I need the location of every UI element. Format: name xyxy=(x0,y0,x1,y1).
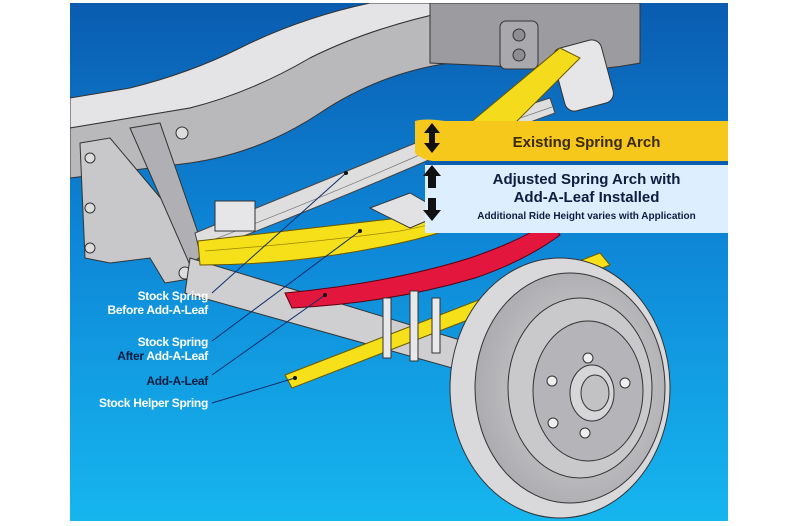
ride-height-note: Additional Ride Height varies with Appli… xyxy=(477,211,696,222)
adjusted-arch-line1: Adjusted Spring Arch with xyxy=(492,171,681,188)
existing-spring-arch-label: Existing Spring Arch xyxy=(512,134,661,151)
label-line: Before Add-A-Leaf xyxy=(107,302,209,317)
add-a-leaf xyxy=(284,220,561,309)
label-line: Stock Spring xyxy=(137,289,209,303)
up-down-arrow-icon xyxy=(424,123,440,153)
label-line: After Add-A-Leaf xyxy=(70,348,208,364)
adjusted-spring-arch-label: Adjusted Spring Arch with Add-A-Leaf Ins… xyxy=(445,171,728,207)
up-arrow-icon xyxy=(423,165,441,188)
leader-lines xyxy=(211,172,361,404)
label-after-prefix: After xyxy=(117,348,144,363)
u-bolt xyxy=(382,297,392,359)
suspension-diagram: Existing Spring Arch Adjusted Spring Arc… xyxy=(70,3,728,521)
brake-drum xyxy=(449,257,671,519)
label-add-a-leaf: Add-A-Leaf xyxy=(146,374,208,388)
label-line: Stock Spring xyxy=(137,335,209,349)
existing-arch-callout xyxy=(415,119,728,162)
suspension-illustration xyxy=(70,3,728,521)
label-stock-helper-spring: Stock Helper Spring xyxy=(99,396,208,410)
adjusted-arch-line2: Add-A-Leaf Installed xyxy=(513,189,660,206)
front-spring-hanger xyxy=(79,137,196,284)
down-arrow-icon xyxy=(423,198,441,221)
rear-shackle-plate xyxy=(499,20,539,70)
label-stock-spring-after: Stock Spring After Add-A-Leaf xyxy=(70,335,209,364)
adjusted-arch-callout xyxy=(425,165,728,233)
label-line-suffix: Add-A-Leaf xyxy=(146,348,208,363)
label-stock-spring-before: Stock Spring Before Add-A-Leaf xyxy=(70,289,209,318)
